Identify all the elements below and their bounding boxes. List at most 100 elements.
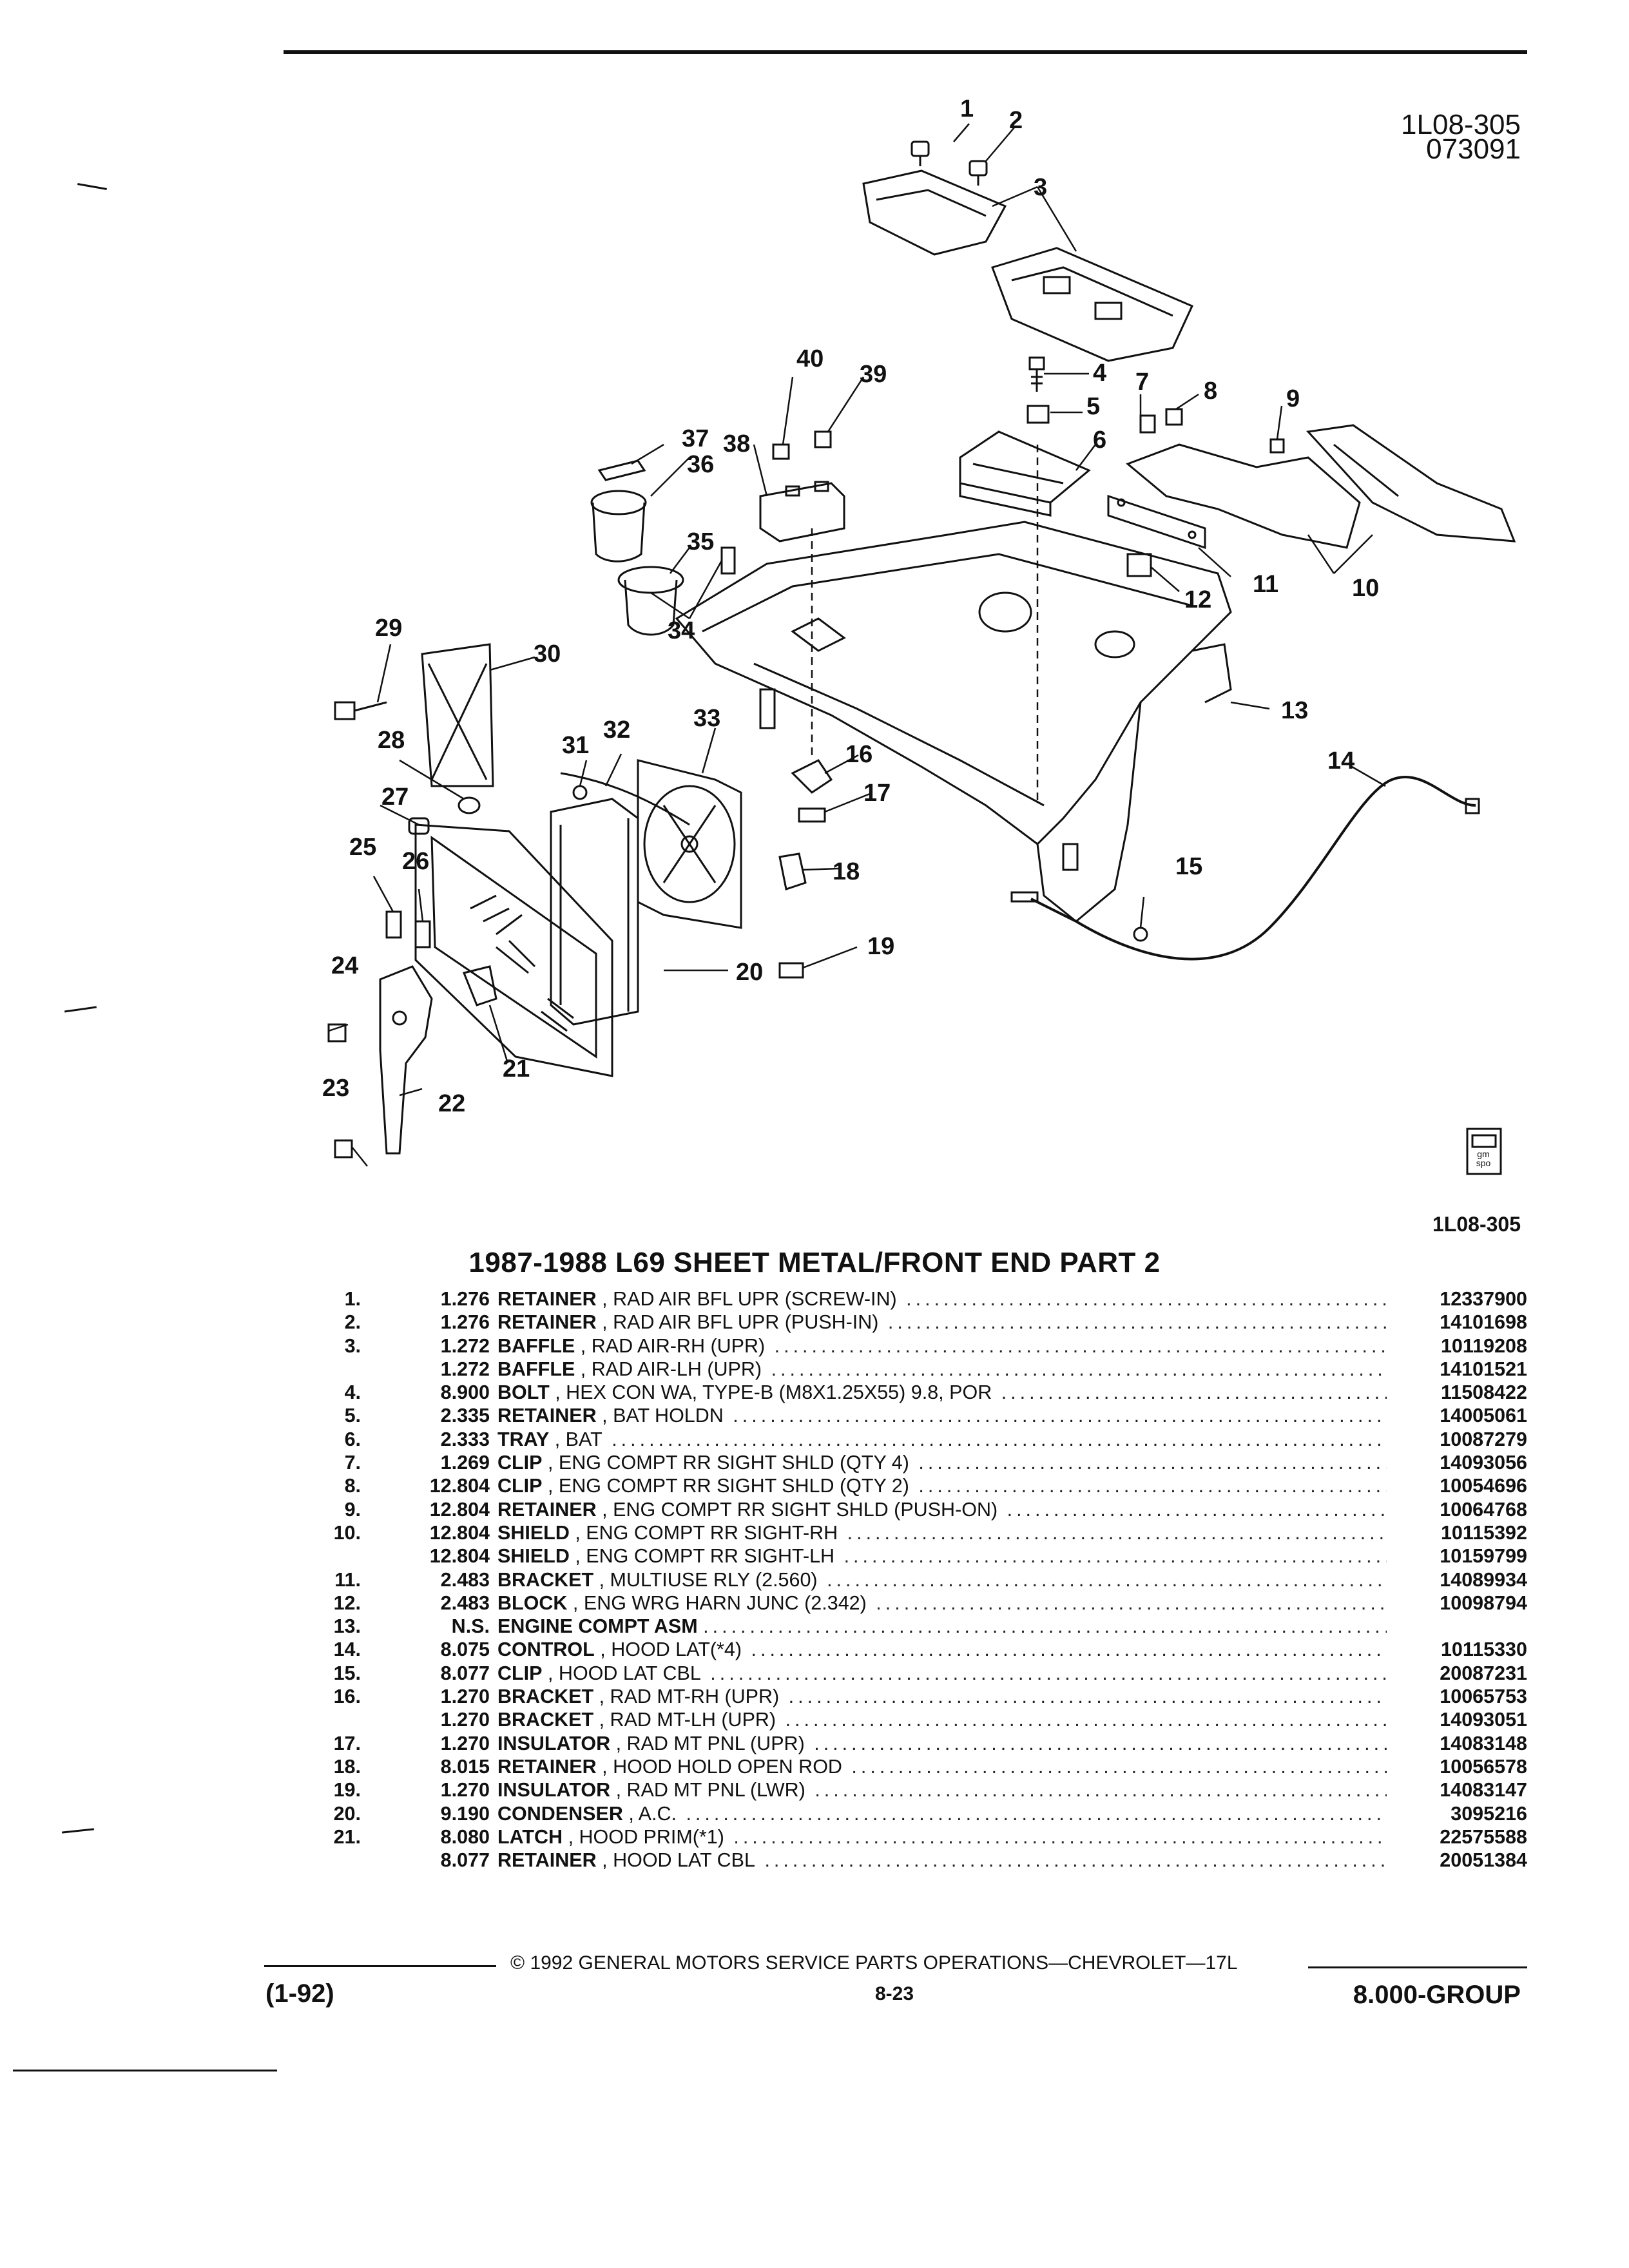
page-number: 8-23: [875, 1983, 914, 2004]
callout-9: 9: [1286, 385, 1300, 412]
part-detail: , HOOD HOLD OPEN ROD: [602, 1755, 842, 1778]
part-detail: , RAD MT PNL (UPR): [615, 1732, 805, 1754]
part-group: 2.335: [440, 1405, 490, 1427]
part-number: 10054696: [1440, 1475, 1527, 1497]
margin-mark: [64, 1006, 97, 1013]
part-number: 14005061: [1440, 1405, 1527, 1427]
part-description: INSULATOR , RAD MT PNL (LWR) ...........…: [497, 1778, 1387, 1802]
part-name: RETAINER: [497, 1849, 597, 1872]
bracket-37-part: [597, 459, 646, 481]
part-index: 20.: [333, 1802, 361, 1825]
part-description: RETAINER , RAD AIR BFL UPR (PUSH-IN) ...…: [497, 1311, 1387, 1334]
spo-badge: [1466, 1128, 1502, 1175]
part-description: BRACKET , RAD MT-RH (UPR) ..............…: [497, 1685, 1387, 1708]
part-detail: , ENG COMPT RR SIGHT SHLD (PUSH-ON): [602, 1498, 998, 1521]
bolt-23-part: [334, 1139, 353, 1158]
callout-23: 23: [322, 1075, 350, 1102]
part-detail: , RAD MT-LH (UPR): [599, 1709, 776, 1731]
part-group: 2.483: [440, 1591, 490, 1614]
callout-10: 10: [1352, 575, 1380, 602]
callout-6: 6: [1093, 427, 1107, 454]
bolt-25-part: [385, 910, 402, 939]
part-index: 17.: [333, 1732, 361, 1754]
leader-dots: ........................................…: [710, 1662, 1387, 1684]
margin-mark: [61, 1828, 95, 1834]
callout-2: 2: [1009, 107, 1023, 134]
part-detail: , HOOD LAT CBL: [547, 1662, 701, 1684]
part-number: 10115330: [1440, 1639, 1527, 1661]
callout-25: 25: [349, 834, 377, 861]
part-name: CLIP: [497, 1475, 543, 1497]
callout-29: 29: [375, 615, 403, 642]
leader-dots: ........................................…: [686, 1802, 1387, 1825]
part-description: INSULATOR , RAD MT PNL (UPR) ...........…: [497, 1732, 1387, 1755]
callout-15: 15: [1175, 853, 1203, 880]
part-detail: , RAD AIR BFL UPR (SCREW-IN): [602, 1288, 897, 1310]
part-index: 3.: [344, 1334, 361, 1357]
part-description: RETAINER , RAD AIR BFL UPR (SCREW-IN) ..…: [497, 1287, 1387, 1311]
part-group: 8.077: [440, 1849, 490, 1872]
part-number: 14083147: [1440, 1779, 1527, 1802]
part-index: 6.: [344, 1428, 361, 1450]
part-number: 22575588: [1440, 1825, 1527, 1848]
callout-34: 34: [668, 617, 695, 644]
bracket-16-part: [791, 759, 833, 794]
leader-dots: ........................................…: [918, 1475, 1387, 1497]
clip-8-part: [1165, 408, 1183, 426]
part-number: 20051384: [1440, 1849, 1527, 1872]
callout-17: 17: [863, 780, 891, 807]
part-group: 8.075: [440, 1639, 490, 1661]
part-name: RETAINER: [497, 1405, 597, 1427]
callout-39: 39: [860, 361, 887, 388]
leader-dots: ........................................…: [733, 1825, 1387, 1848]
leader-dots: ........................................…: [918, 1452, 1387, 1474]
leader-dots: ........................................…: [1001, 1381, 1387, 1404]
part-name: BRACKET: [497, 1686, 594, 1708]
bolt-29-part: [334, 701, 387, 720]
part-description: TRAY , BAT .............................…: [497, 1428, 1387, 1451]
leader-dots: ........................................…: [851, 1755, 1387, 1778]
retainer-5-part: [1027, 405, 1050, 424]
cap-39-part: [814, 430, 832, 448]
callout-14: 14: [1327, 747, 1355, 774]
part-name: BAFFLE: [497, 1358, 575, 1380]
part-detail: , MULTIUSE RLY (2.560): [599, 1568, 818, 1591]
leader-dots: ........................................…: [733, 1405, 1387, 1427]
leader-dots: ........................................…: [847, 1521, 1387, 1544]
callout-20: 20: [736, 959, 764, 986]
top-rule: [284, 50, 1527, 54]
part-number: 10065753: [1440, 1686, 1527, 1708]
hood-latch-control-14-part: [1030, 775, 1476, 961]
part-group: 8.015: [440, 1755, 490, 1778]
condenser-20-part: [550, 798, 639, 1026]
part-index: 8.: [344, 1475, 361, 1497]
leader-dots: ........................................…: [788, 1686, 1387, 1708]
part-group: 12.804: [429, 1475, 490, 1497]
hose-32-part: [560, 772, 690, 826]
part-name: ENGINE COMPT ASM: [497, 1615, 698, 1638]
part-name: TRAY: [497, 1428, 550, 1450]
callout-18: 18: [833, 858, 860, 885]
part-group: 1.272: [440, 1334, 490, 1357]
part-detail: , RAD AIR BFL UPR (PUSH-IN): [602, 1311, 879, 1334]
callout-11: 11: [1253, 571, 1279, 598]
leader-dots: ........................................…: [612, 1428, 1387, 1450]
part-description: CONTROL , HOOD LAT(*4) .................…: [497, 1638, 1387, 1661]
callout-26: 26: [402, 848, 430, 875]
callout-19: 19: [867, 933, 895, 960]
leader-dots: ........................................…: [774, 1334, 1387, 1357]
leader-dots: ........................................…: [827, 1568, 1387, 1591]
part-group: 12.804: [429, 1545, 490, 1568]
retainer-18-part: [778, 852, 807, 890]
part-number: 14093051: [1440, 1709, 1527, 1731]
bracket-11-part: [1107, 494, 1206, 550]
part-index: 1.: [344, 1288, 361, 1310]
part-index: 4.: [344, 1381, 361, 1404]
part-group: 1.270: [440, 1686, 490, 1708]
